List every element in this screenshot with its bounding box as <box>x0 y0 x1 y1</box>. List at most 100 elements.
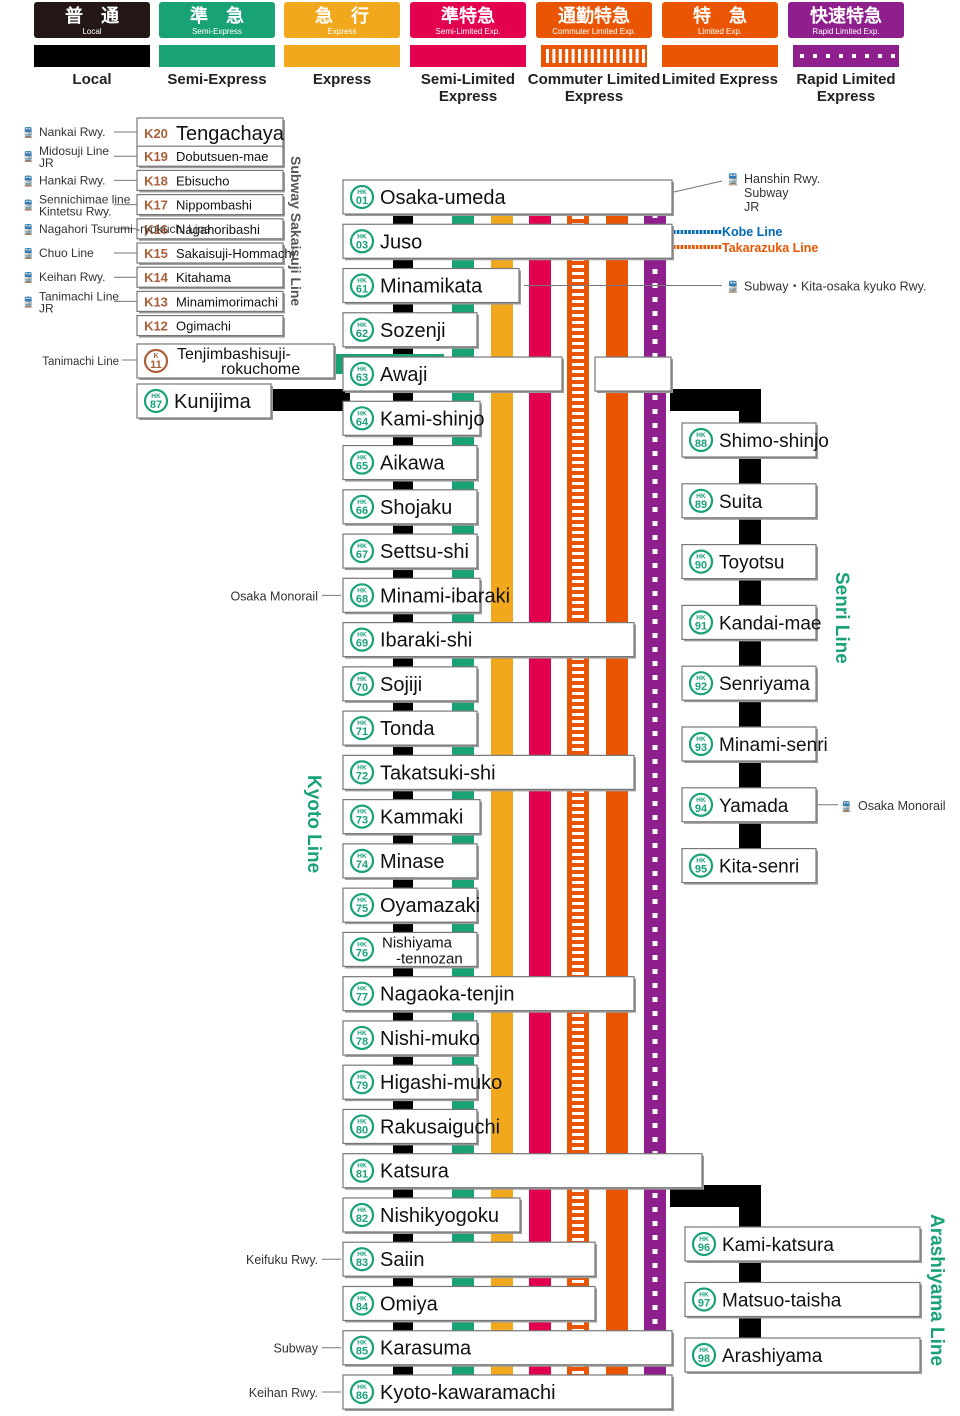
legend-swatch-dot <box>813 54 817 58</box>
commuter-ladder-rung <box>572 804 584 807</box>
station-box-frame <box>342 1153 703 1189</box>
badge-line-code: HK <box>357 499 367 506</box>
legend-swatch-dot <box>878 54 882 58</box>
badge-circle <box>349 1379 375 1405</box>
station-name: Nagahoribashi <box>176 222 260 237</box>
rapid-dot <box>652 1137 658 1142</box>
station-name: Dobutsuen-mae <box>176 149 269 164</box>
badge-line-code: HK <box>357 897 367 904</box>
badge-circle <box>143 388 169 414</box>
train-icon: 🚆 <box>726 173 740 186</box>
rapid-dot <box>652 633 658 638</box>
commuter-ladder-rung <box>572 1140 584 1143</box>
rapid-dot <box>652 451 658 456</box>
subway-code-bg <box>141 221 172 236</box>
rapid-dot <box>652 1207 658 1212</box>
legend-en-label: Rapid Limited Exp. <box>812 27 879 36</box>
commuter-ladder-rung <box>572 384 584 387</box>
rapid-dot <box>652 1235 658 1240</box>
legend-swatch <box>34 45 150 67</box>
station-name: Senriyama <box>719 674 810 695</box>
legend-service-label: Local <box>72 71 111 88</box>
transfer-text: Nagahori Tsurumi -ryokuchi Line <box>39 222 211 236</box>
rapid-dot <box>652 1291 658 1296</box>
legend-jp-label: 準特急 <box>441 5 495 26</box>
commuter-ladder-rung <box>572 482 584 485</box>
badge-circle <box>688 671 714 696</box>
senri-line-label: Senri Line <box>831 572 852 664</box>
rapid-dot <box>652 437 658 442</box>
commuter-ladder-rung <box>572 1189 584 1192</box>
commuter-ladder-rung <box>572 1112 584 1115</box>
train-icon: 🚆 <box>22 271 34 284</box>
station-box-frame <box>342 356 563 392</box>
commuter-ladder-rung <box>572 727 584 730</box>
station-name: Toyotsu <box>719 553 784 574</box>
commuter-ladder-rung <box>572 377 584 380</box>
legend-swatch-tick <box>558 49 562 63</box>
kobe-line-stub <box>703 230 706 234</box>
badge-line-code: HK <box>357 632 367 639</box>
badge-circle <box>688 549 714 574</box>
station-name: Kammaki <box>380 807 463 829</box>
badge-line-code: HK <box>357 1251 367 1258</box>
station-name: Minase <box>380 851 444 873</box>
badge-station-number: 63 <box>356 372 368 384</box>
badge-station-number: 75 <box>356 903 368 915</box>
rapid-dot <box>652 297 658 302</box>
awaji-senri-box <box>594 356 673 394</box>
legend-swatch-dot <box>865 54 869 58</box>
transfer-note: 🚆Osaka Monorail <box>818 799 946 813</box>
train-icon: 🚆 <box>22 126 34 139</box>
rapid-dot <box>652 339 658 344</box>
rapid-dot <box>652 1025 658 1030</box>
station-name: Settsu-shi <box>380 541 469 563</box>
rapid-dot <box>652 1039 658 1044</box>
station-name: Nishi-muko <box>380 1028 480 1050</box>
train-icon: 🚆 <box>22 199 34 212</box>
rapid-dot <box>652 479 658 484</box>
rapid-dot <box>652 941 658 946</box>
badge-circle <box>143 348 169 374</box>
subway-code-bg <box>141 197 172 212</box>
commuter-ladder-rung <box>572 853 584 856</box>
transfer-note: Keifuku Rwy. <box>246 1253 341 1267</box>
commuter-ladder-rung <box>572 1105 584 1108</box>
commuter-ladder-rung <box>572 1119 584 1122</box>
badge-station-number: 03 <box>356 239 368 251</box>
legend-swatch-tick <box>629 49 633 63</box>
badge-station-number: 85 <box>356 1346 368 1358</box>
rapid-dot <box>652 1263 658 1268</box>
badge-line-code: HK <box>357 1384 367 1391</box>
rapid-dot <box>652 731 658 736</box>
badge-circle <box>688 853 714 878</box>
transfer-text: Osaka Monorail <box>858 799 946 813</box>
badge-line-code: HK <box>357 809 367 816</box>
commuter-ladder-rung <box>572 699 584 702</box>
badge-station-number: 01 <box>356 195 368 207</box>
badge-station-number: 76 <box>356 947 368 959</box>
commuter-ladder-rung <box>572 1070 584 1073</box>
rapid-dot <box>652 1249 658 1254</box>
rapid-dot <box>652 773 658 778</box>
